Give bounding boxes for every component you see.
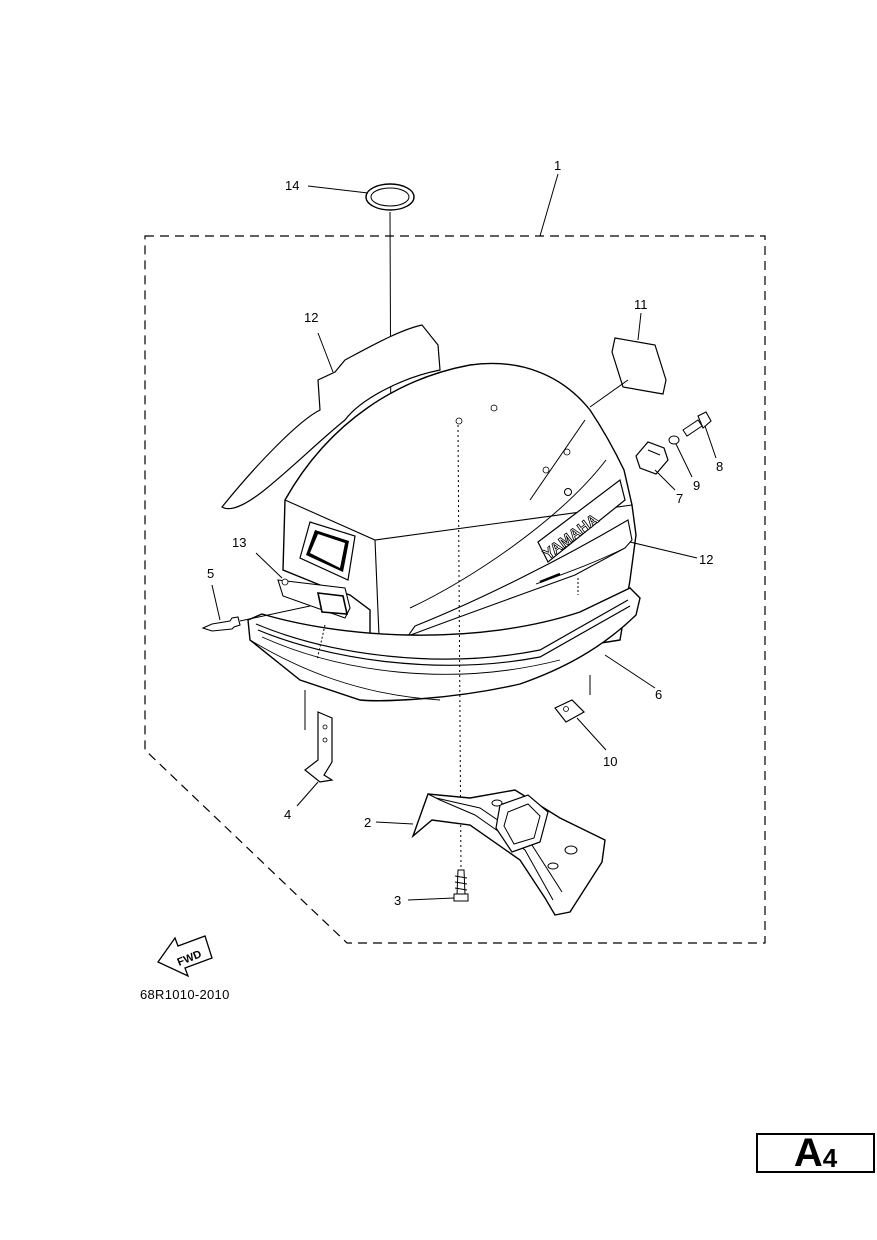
cowling-seal: [247, 587, 641, 702]
callout-3: 3: [394, 893, 401, 908]
callout-4: 4: [284, 807, 291, 822]
side-decal-left: [221, 324, 441, 510]
top-cowling: [282, 362, 637, 661]
callout-13: 13: [232, 535, 246, 550]
page-badge: A 4: [756, 1133, 875, 1173]
callout-14: 14: [285, 178, 299, 193]
callout-12-right: 12: [699, 552, 713, 567]
screw-part: [453, 869, 469, 902]
callout-10: 10: [603, 754, 617, 769]
fwd-arrow-icon: FWD: [157, 935, 213, 978]
plate-part: [611, 337, 667, 395]
callout-8: 8: [716, 459, 723, 474]
callout-7: 7: [676, 491, 683, 506]
part-code: 68R1010-2010: [140, 987, 230, 1002]
grommet-part: [365, 183, 415, 211]
page-badge-number: 4: [822, 1143, 838, 1173]
callout-1: 1: [554, 158, 561, 173]
assembly-boundary: [144, 235, 766, 944]
side-decal-right: [406, 519, 633, 638]
washer-part: [668, 435, 680, 445]
callout-11: 11: [634, 297, 648, 312]
page-badge-letter: A: [793, 1131, 823, 1175]
callout-9: 9: [693, 478, 700, 493]
callout-2: 2: [364, 815, 371, 830]
callout-12-left: 12: [304, 310, 318, 325]
callout-5: 5: [207, 566, 214, 581]
rivet-part: [201, 616, 241, 632]
clip-part: [635, 441, 669, 475]
bolt-part: [682, 411, 712, 437]
bottom-cover-part: [411, 789, 606, 916]
callout-6: 6: [655, 687, 662, 702]
model-emblem: [277, 578, 351, 619]
clamp-part: [554, 699, 585, 723]
bracket-part: [304, 711, 334, 783]
